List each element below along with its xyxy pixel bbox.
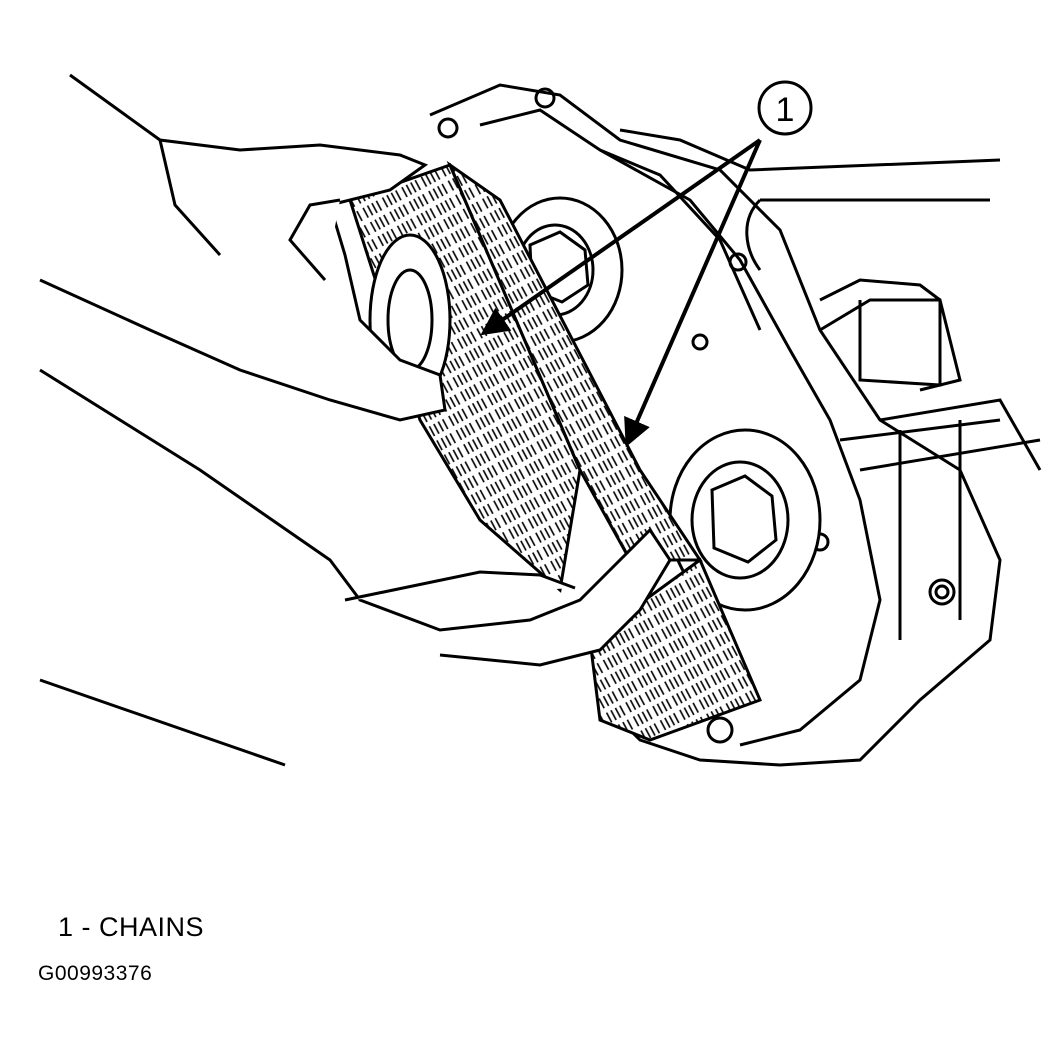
lower-sprocket-hub (668, 428, 822, 612)
chain-removal-illustration: 1 (39, 73, 1042, 767)
chain-band-right (446, 160, 703, 562)
figure-id: G00993376 (38, 962, 153, 985)
legend-text: 1 - CHAINS (58, 912, 205, 942)
callout-balloon: 1 (757, 80, 813, 136)
technician-hands (39, 73, 672, 767)
callout-arrows (480, 138, 762, 448)
hanging-chain (588, 557, 763, 742)
transfer-case-housing (429, 83, 1042, 767)
callout-number: 1 (776, 91, 795, 129)
